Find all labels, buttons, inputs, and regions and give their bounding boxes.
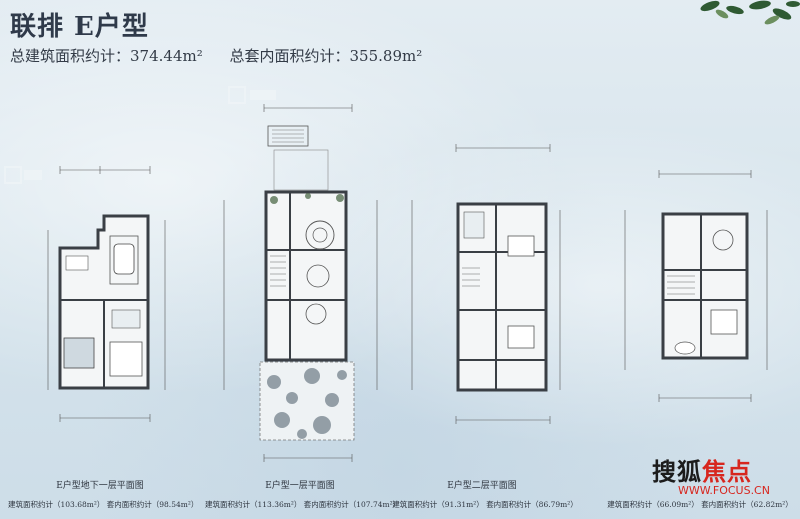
floor-plan-first [212,100,392,470]
leaves-decoration-icon [700,0,800,25]
plan-area-first: 建筑面积约计（113.36m²） 套内面积约计（107.74m²） [205,499,400,510]
plan-inner-area: 套内面积约计（98.54m²） [106,500,199,509]
floor-plan-basement [40,160,180,440]
total-building-area: 总建筑面积约计：374.44m² [10,47,203,65]
plan-area-second: 建筑面积约计（91.31m²） 套内面积约计（86.79m²） [390,499,580,510]
plan-build-area: 建筑面积约计（91.31m²） [392,500,484,509]
plan-area-third: 建筑面积约计（66.09m²） 套内面积约计（62.82m²） [605,499,795,510]
floor-plan-second [400,140,570,440]
plan-caption-first: E户型一层平面图 [265,481,335,491]
area-summary: 总建筑面积约计：374.44m² 总套内面积约计：355.89m² [10,45,444,66]
plan-area-basement: 建筑面积约计（103.68m²） 套内面积约计（98.54m²） [8,499,198,510]
logo-wordmark: 搜狐焦点 [652,452,752,487]
logo-red-text: 焦点 [702,458,752,486]
plan-inner-area: 套内面积约计（107.74m²） [303,500,401,509]
logo-url: WWW.FOCUS.CN [678,484,770,497]
plan-inner-area: 套内面积约计（86.79m²） [486,500,578,509]
plan-caption-basement: E户型地下一层平面图 [56,481,144,491]
plan-inner-area: 套内面积约计（62.82m²） [701,500,793,509]
plan-build-area: 建筑面积约计（113.36m²） [205,500,302,509]
watermark-logo [4,166,44,190]
floor-plan-third [615,160,785,420]
plan-build-area: 建筑面积约计（66.09m²） [607,500,699,509]
watermark-logo [228,86,278,110]
plan-build-area: 建筑面积约计（103.68m²） [8,500,105,509]
total-inner-area: 总套内面积约计：355.89m² [229,47,423,65]
logo-black-text: 搜狐 [652,458,702,486]
sohu-focus-logo: 搜狐焦点 WWW.FOCUS.CN [652,450,782,502]
page-title: 联排 E户型 [10,12,149,42]
plan-caption-second: E户型二层平面图 [447,481,517,491]
